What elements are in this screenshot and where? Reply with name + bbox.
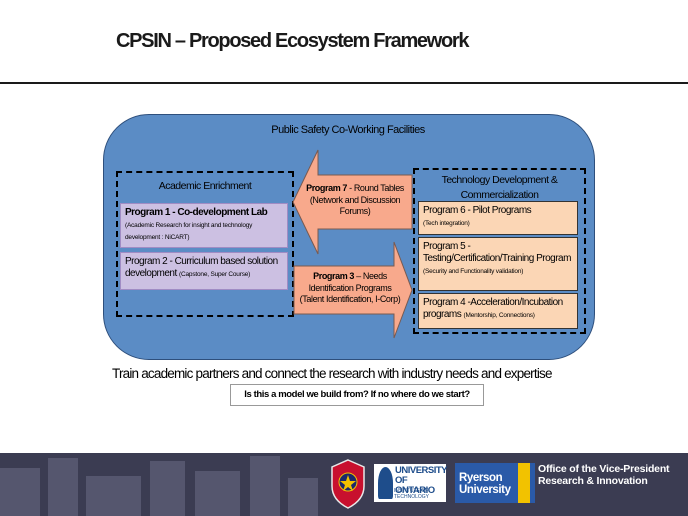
skyline-building xyxy=(86,476,141,516)
durham-police-seal xyxy=(331,459,365,509)
title-divider xyxy=(0,82,688,84)
program-5-detail: (Security and Functionality validation) xyxy=(423,268,524,275)
question-box: Is this a model we build from? If no whe… xyxy=(230,384,484,406)
program-3-detail: (Talent Identification, I-Corp) xyxy=(299,294,401,304)
program-3-separator: – xyxy=(354,271,363,281)
program-7-separator: - xyxy=(347,183,354,193)
program-3-name: Program 3 xyxy=(313,271,355,281)
program-3-arrow xyxy=(293,241,413,339)
program-7-name: Program 7 xyxy=(306,183,348,193)
program-7-arrow xyxy=(292,149,413,255)
uoit-subtitle: INSTITUTE OF TECHNOLOGY xyxy=(394,488,430,500)
ryerson-name: Ryerson University xyxy=(459,472,511,496)
skyline-building xyxy=(48,458,78,516)
program-2-name: Program 2 - Curriculum based solution de… xyxy=(125,256,278,279)
program-2-detail: (Capstone, Super Course) xyxy=(179,271,251,278)
uoit-mark-icon xyxy=(378,467,393,499)
program-6-detail: (Tech integration) xyxy=(423,220,470,227)
skyline-building xyxy=(288,478,318,516)
program-2-box: Program 2 - Curriculum based solution de… xyxy=(120,252,288,290)
tagline: Train academic partners and connect the … xyxy=(112,366,552,381)
technology-development-group xyxy=(413,168,586,334)
program-6-box: Program 6 - Pilot Programs (Tech integra… xyxy=(418,201,578,235)
office-vp-research-label: Office of the Vice-President Research & … xyxy=(538,463,670,487)
program-4-detail: (Mentorship, Connections) xyxy=(463,312,535,319)
page-title: CPSIN – Proposed Ecosystem Framework xyxy=(116,30,470,52)
program-5-box: Program 5 - Testing/Certification/Traini… xyxy=(418,237,578,291)
technology-development-title: Technology Development & Commercializati… xyxy=(441,174,558,201)
program-1-box: Program 1 - Co-development Lab (Academic… xyxy=(120,203,288,248)
program-7-label: Program 7 - Round Tables (Network and Di… xyxy=(300,183,410,218)
program-7-title: Round Tables xyxy=(353,183,404,193)
ryerson-gold-bar xyxy=(518,463,530,503)
program-1-name: Program 1 - Co-development Lab xyxy=(125,207,268,218)
uoit-name: UNIVERSITY OF ONTARIO xyxy=(395,465,447,496)
skyline-building xyxy=(150,461,185,516)
program-1-detail: (Academic Research for insight and techn… xyxy=(125,222,253,241)
co-working-facilities-label: Public Safety Co-Working Facilities xyxy=(271,124,425,136)
program-3-title: Needs Identification Programs xyxy=(308,271,392,293)
program-7-detail: (Network and Discussion Forums) xyxy=(309,194,401,217)
academic-enrichment-group xyxy=(116,171,294,317)
program-3-label: Program 3 – Needs Identification Program… xyxy=(296,271,404,306)
program-5-name: Program 5 - Testing/Certification/Traini… xyxy=(423,241,571,264)
skyline-building xyxy=(0,468,40,516)
skyline-building xyxy=(250,456,280,516)
academic-enrichment-title: Academic Enrichment xyxy=(158,180,252,192)
program-4-box: Program 4 -Acceleration/Incubation progr… xyxy=(418,293,578,329)
skyline-building xyxy=(195,471,240,516)
program-6-name: Program 6 - Pilot Programs xyxy=(423,205,532,216)
program-4-name: Program 4 -Acceleration/Incubation progr… xyxy=(423,297,563,320)
